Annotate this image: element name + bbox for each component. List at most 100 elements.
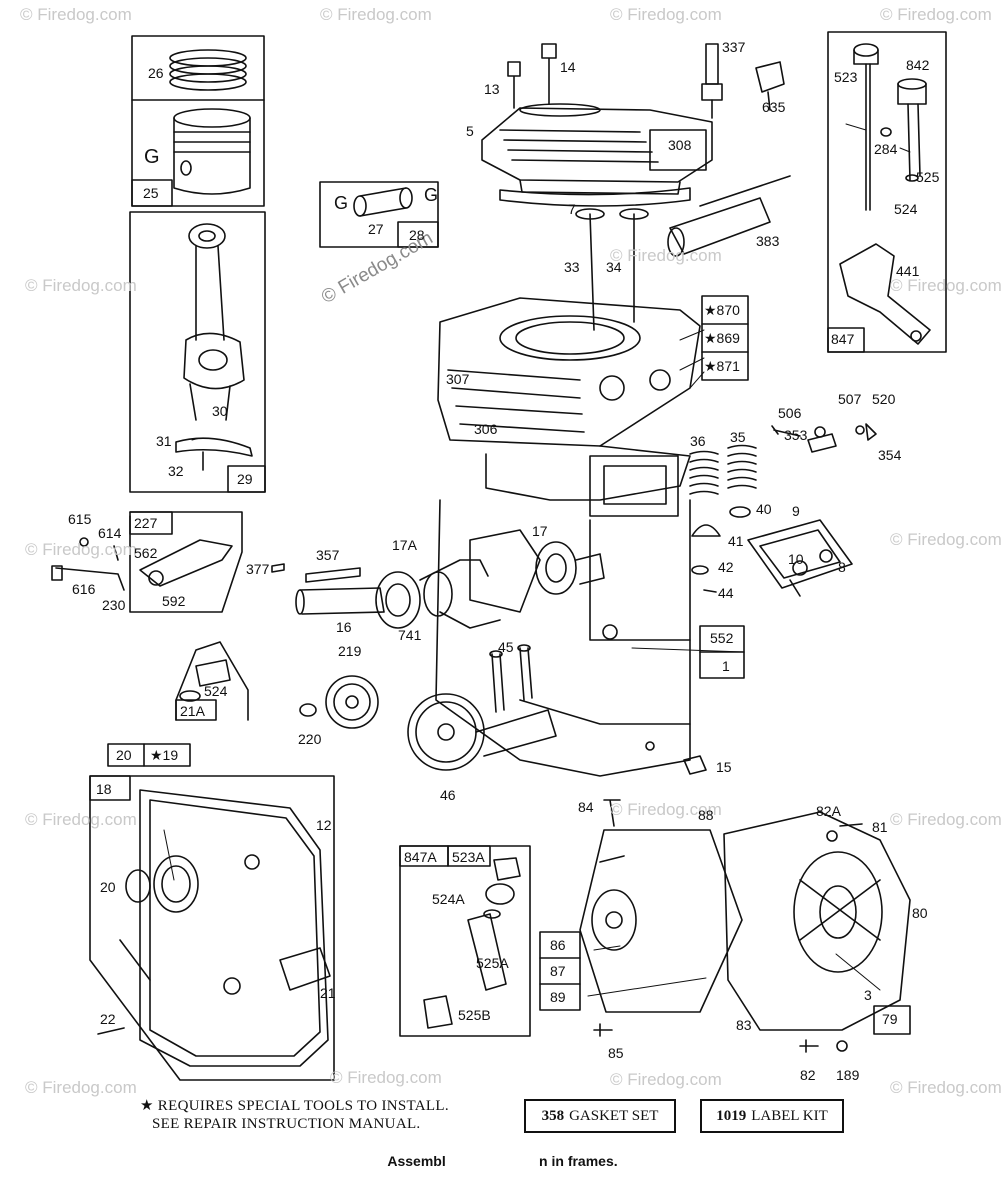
- watermark: © Firedog.com: [890, 530, 1002, 549]
- callout: 34: [606, 259, 622, 275]
- callout: 25: [143, 185, 159, 201]
- spark-plug: [701, 43, 723, 119]
- callout: 523A: [452, 849, 485, 865]
- callout: 84: [578, 799, 594, 815]
- drain-plug: [683, 755, 707, 775]
- label-kit-number: 1019: [716, 1108, 747, 1124]
- connecting-rod: [175, 223, 253, 471]
- frame-connecting-rod: [129, 211, 266, 493]
- callout: ★870: [704, 302, 740, 318]
- callout: 12: [316, 817, 332, 833]
- callout: G: [334, 193, 349, 213]
- piston-rings: [169, 49, 247, 91]
- callout: 35: [730, 429, 746, 445]
- head-gasket: [499, 187, 691, 207]
- special-tools-note: ★ REQUIRES SPECIAL TOOLS TO INSTALL. SEE…: [140, 1097, 449, 1133]
- callout: 89: [550, 989, 566, 1005]
- callout: 17A: [392, 537, 417, 553]
- callout: 7: [568, 201, 576, 217]
- footer-caption: Assembl n in frames.: [387, 1153, 618, 1169]
- crank-key: [271, 563, 361, 583]
- spark-plug-boot: [755, 61, 785, 111]
- dipstick: [853, 43, 879, 211]
- crankshaft: [295, 529, 605, 629]
- callout: 524A: [432, 891, 465, 907]
- callout: 377: [246, 561, 270, 577]
- callout: 42: [718, 559, 734, 575]
- timing-gear: [299, 675, 379, 729]
- watermark: © Firedog.com: [890, 1078, 1002, 1097]
- callout: 86: [550, 937, 566, 953]
- callout: 220: [298, 731, 322, 747]
- callout: 46: [440, 787, 456, 803]
- callout: 21: [320, 985, 336, 1001]
- callout: 357: [316, 547, 340, 563]
- valve-seat-kit: [423, 857, 521, 1029]
- callout: 616: [72, 581, 96, 597]
- callout: G: [144, 146, 160, 168]
- callout: 307: [446, 371, 470, 387]
- callout: 614: [98, 525, 122, 541]
- callout: 189: [836, 1067, 860, 1083]
- camshaft-gear: [407, 693, 557, 771]
- callout: 523: [834, 69, 858, 85]
- callout: 20: [100, 879, 116, 895]
- callout: 21A: [180, 703, 205, 719]
- watermark: © Firedog.com: [25, 276, 137, 295]
- breather-valve: [179, 659, 231, 702]
- callout: 847: [831, 331, 855, 347]
- callout: 353: [784, 427, 808, 443]
- watermark: © Firedog.com: [880, 5, 992, 24]
- callout: 41: [728, 533, 744, 549]
- piston: [173, 108, 251, 195]
- callout: 308: [668, 137, 692, 153]
- callout: 230: [102, 597, 126, 613]
- callout: 29: [237, 471, 253, 487]
- watermark: © Firedog.com: [320, 5, 432, 24]
- callout: 44: [718, 585, 734, 601]
- callout: 354: [878, 447, 902, 463]
- gasket-set-label: GASKET SET: [569, 1108, 659, 1124]
- frame-governor-link: [129, 511, 243, 613]
- valves: [575, 208, 649, 331]
- watermark: © Firedog.com: [890, 810, 1002, 829]
- callout: 615: [68, 511, 92, 527]
- callout: 87: [550, 963, 566, 979]
- linkage-bolts: [771, 423, 877, 453]
- callout: 284: [874, 141, 898, 157]
- callout: 383: [756, 233, 780, 249]
- callout: 847A: [404, 849, 437, 865]
- watermark: © Firedog.com: [610, 1070, 722, 1089]
- frame-piston-pin: [319, 181, 439, 248]
- watermark: © Firedog.com: [890, 276, 1002, 295]
- frame-head-gaskets: [701, 295, 749, 381]
- callout: 842: [906, 57, 930, 73]
- callout: 22: [100, 1011, 116, 1027]
- callout: 552: [710, 630, 734, 646]
- cylinder-head: [481, 103, 713, 195]
- callout: 337: [722, 39, 746, 55]
- callout: 31: [156, 433, 172, 449]
- callout: 562: [134, 545, 158, 561]
- callout: 525A: [476, 955, 509, 971]
- callout: 81: [872, 819, 888, 835]
- breather-cover: [747, 519, 853, 597]
- callout: 27: [368, 221, 384, 237]
- callout: 506: [778, 405, 802, 421]
- valve-retainers: [691, 506, 751, 593]
- watermark: © Firedog.com: [25, 810, 137, 829]
- callout: 17: [532, 523, 548, 539]
- callout: 525: [916, 169, 940, 185]
- crankcase-cover: [97, 789, 331, 1067]
- callout: ★869: [704, 330, 740, 346]
- callout: 18: [96, 781, 112, 797]
- gasket-set-number: 358: [541, 1108, 565, 1124]
- callout: 32: [168, 463, 184, 479]
- callout: 306: [474, 421, 498, 437]
- watermark: © Firedog.com: [25, 540, 137, 559]
- callout: 525B: [458, 1007, 491, 1023]
- oil-fill-bracket: [839, 243, 931, 345]
- frame-flywheel-group: [539, 931, 581, 1011]
